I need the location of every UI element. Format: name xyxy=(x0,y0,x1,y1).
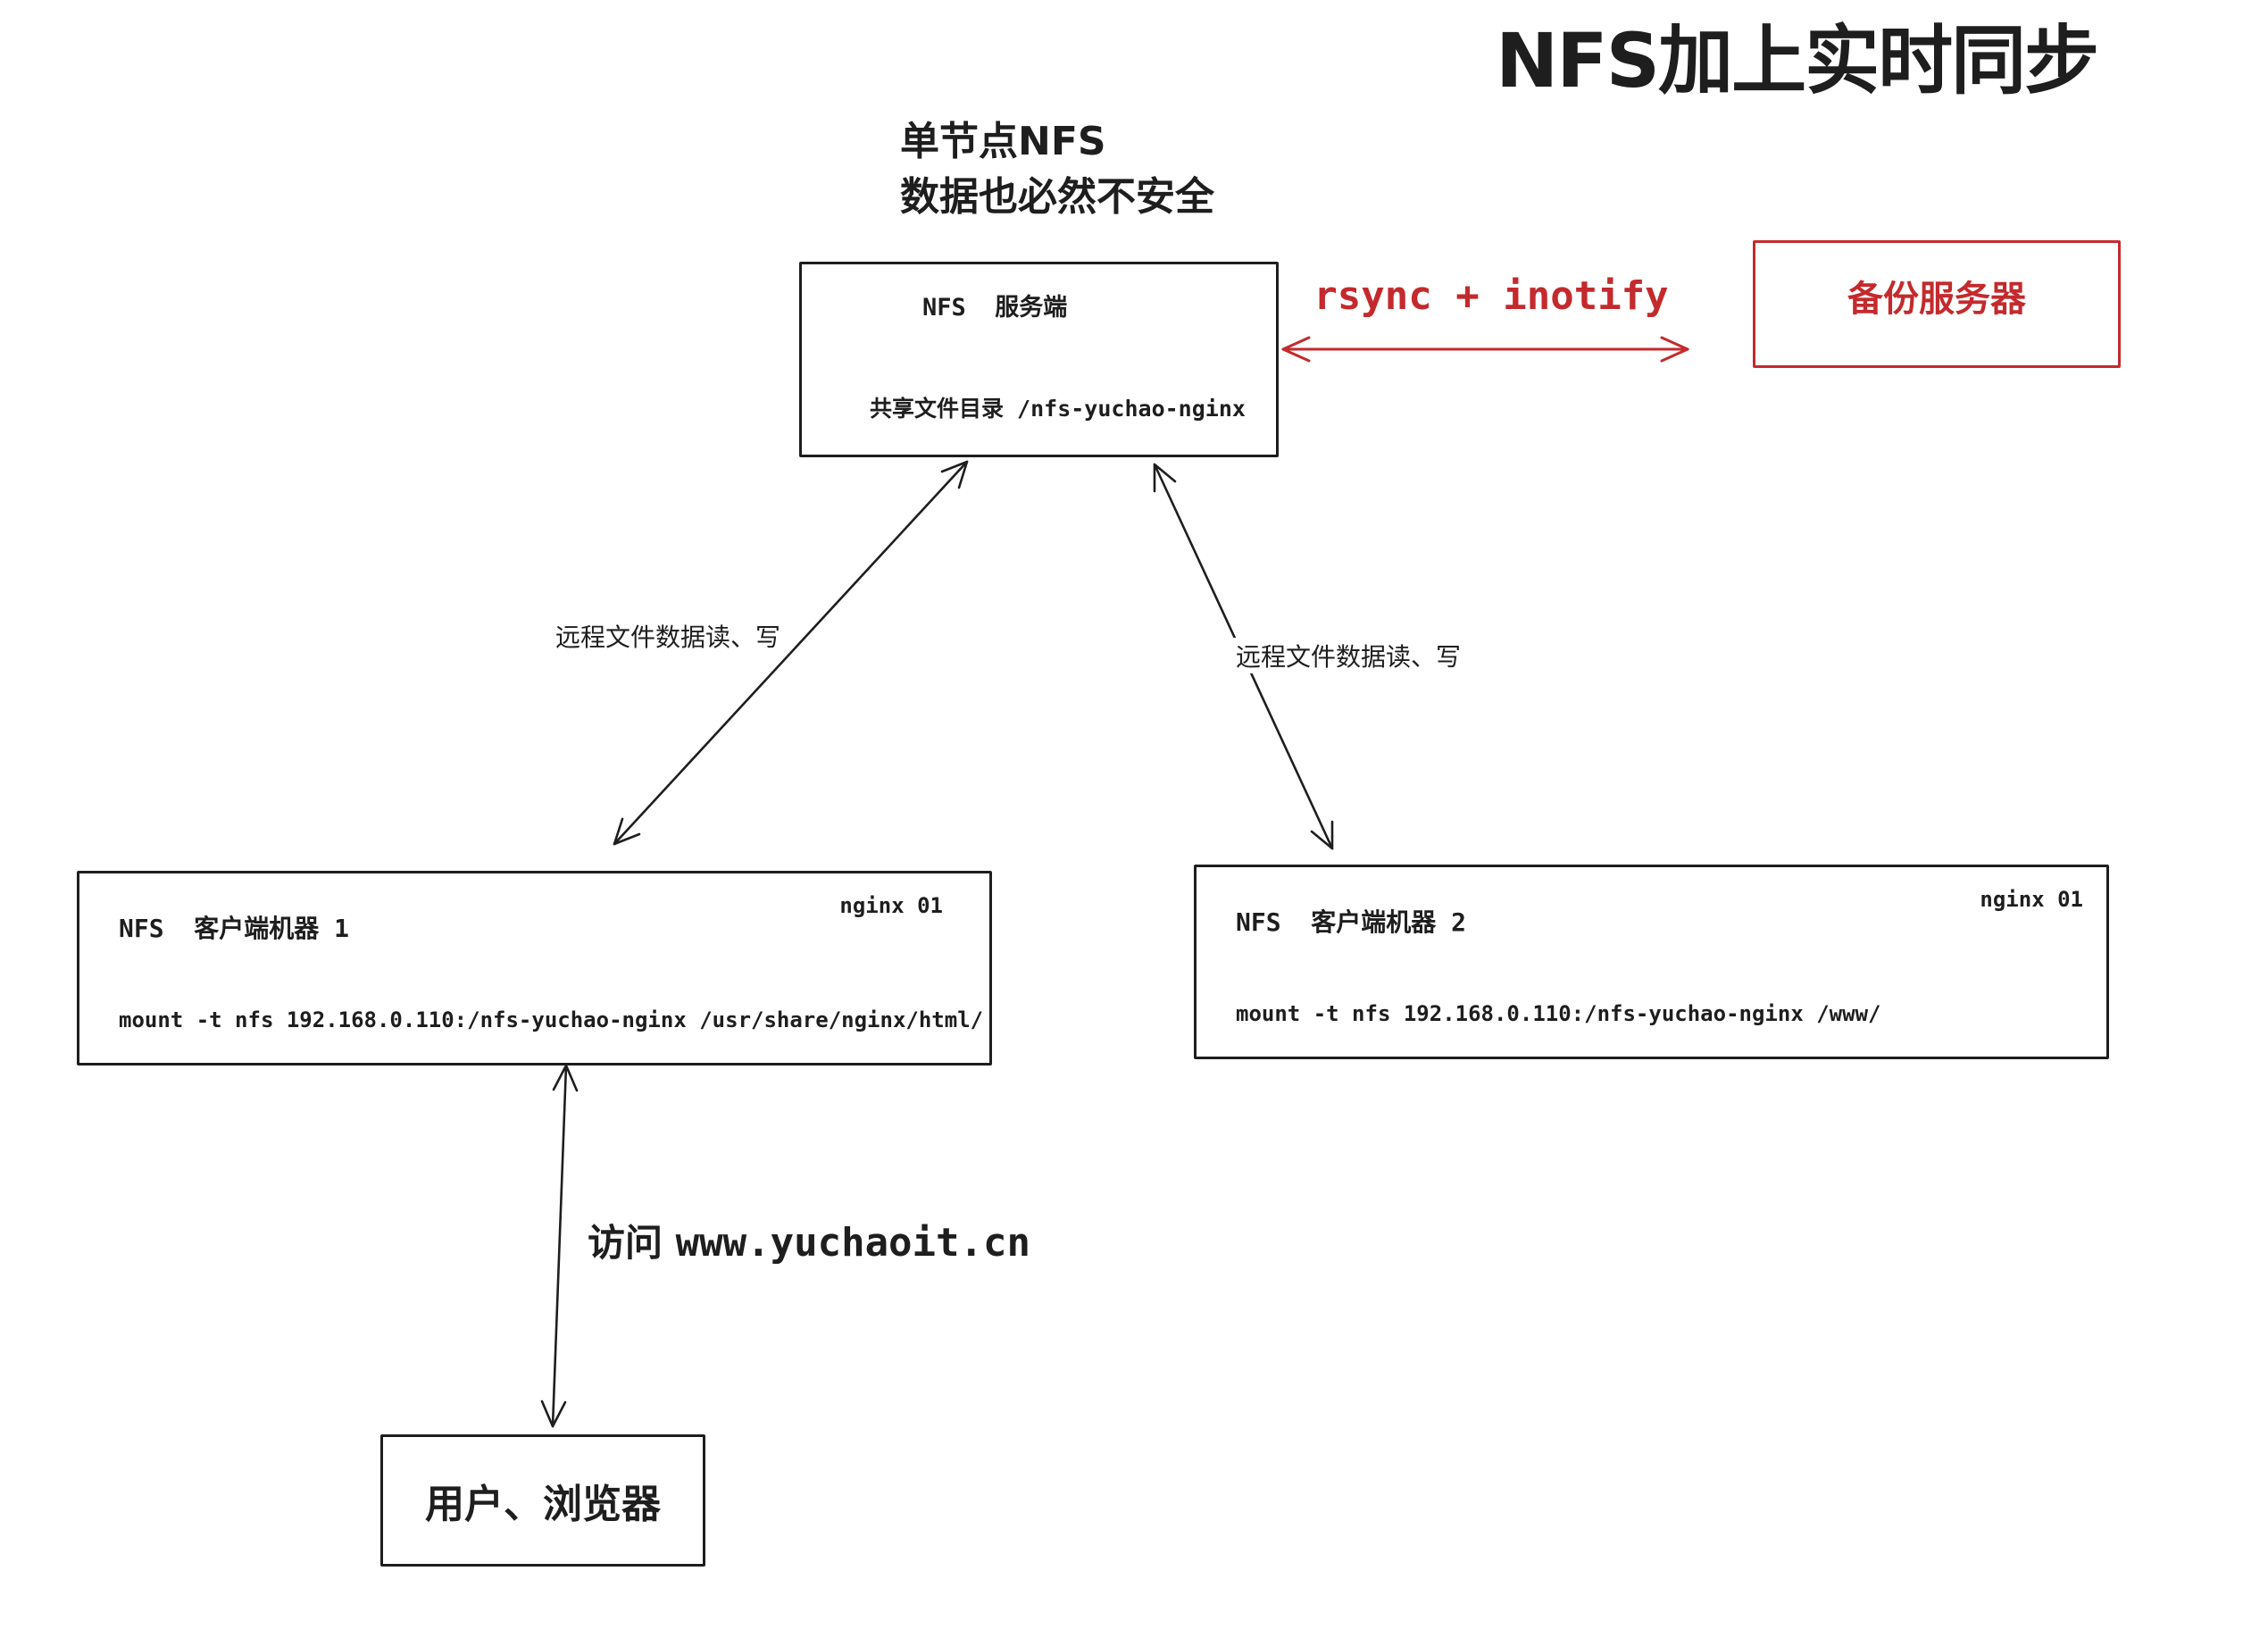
page-title: NFS加上实时同步 xyxy=(1496,17,2099,104)
annotation-note: 单节点NFS 数据也必然不安全 xyxy=(900,114,1214,226)
client1-title: NFS 客户端机器 1 xyxy=(119,914,350,943)
backup-server-label: 备份服务器 xyxy=(1847,279,2026,320)
client2-title: NFS 客户端机器 2 xyxy=(1236,907,1467,937)
client2-mount-command: mount -t nfs 192.168.0.110:/nfs-yuchao-n… xyxy=(1236,1001,1881,1026)
client2-nginx-badge: nginx 01 xyxy=(1980,887,2083,912)
arrow-server-backup xyxy=(1281,336,1689,363)
arrow-client1-user xyxy=(540,1064,579,1428)
node-user-browser: 用户、浏览器 xyxy=(380,1434,705,1567)
node-backup-server: 备份服务器 xyxy=(1753,240,2121,368)
edge-label-server-client2: 远程文件数据读、写 xyxy=(1232,638,1465,673)
annotation-line2: 数据也必然不安全 xyxy=(900,174,1214,221)
node-nfs-client-2: NFS 客户端机器 2 nginx 01 mount -t nfs 192.16… xyxy=(1194,865,2109,1059)
rsync-inotify-label: rsync + inotify xyxy=(1313,273,1669,319)
nfs-server-share-dir: 共享文件目录 /nfs-yuchao-nginx xyxy=(870,396,1246,422)
access-prefix: 访问 xyxy=(588,1221,663,1265)
node-nfs-server: NFS 服务端 共享文件目录 /nfs-yuchao-nginx xyxy=(799,262,1279,457)
client1-mount-command: mount -t nfs 192.168.0.110:/nfs-yuchao-n… xyxy=(119,1007,984,1032)
client1-nginx-badge: nginx 01 xyxy=(839,893,943,918)
nfs-server-title: NFS 服务端 xyxy=(922,294,1068,322)
annotation-line1: 单节点NFS xyxy=(900,119,1106,164)
access-url: www.yuchaoit.cn xyxy=(675,1220,1030,1266)
node-nfs-client-1: NFS 客户端机器 1 nginx 01 mount -t nfs 192.16… xyxy=(77,871,992,1066)
edge-label-server-client1: 远程文件数据读、写 xyxy=(552,618,785,654)
user-browser-label: 用户、浏览器 xyxy=(425,1482,661,1527)
access-edge-label: 访问 www.yuchaoit.cn xyxy=(588,1213,1030,1267)
